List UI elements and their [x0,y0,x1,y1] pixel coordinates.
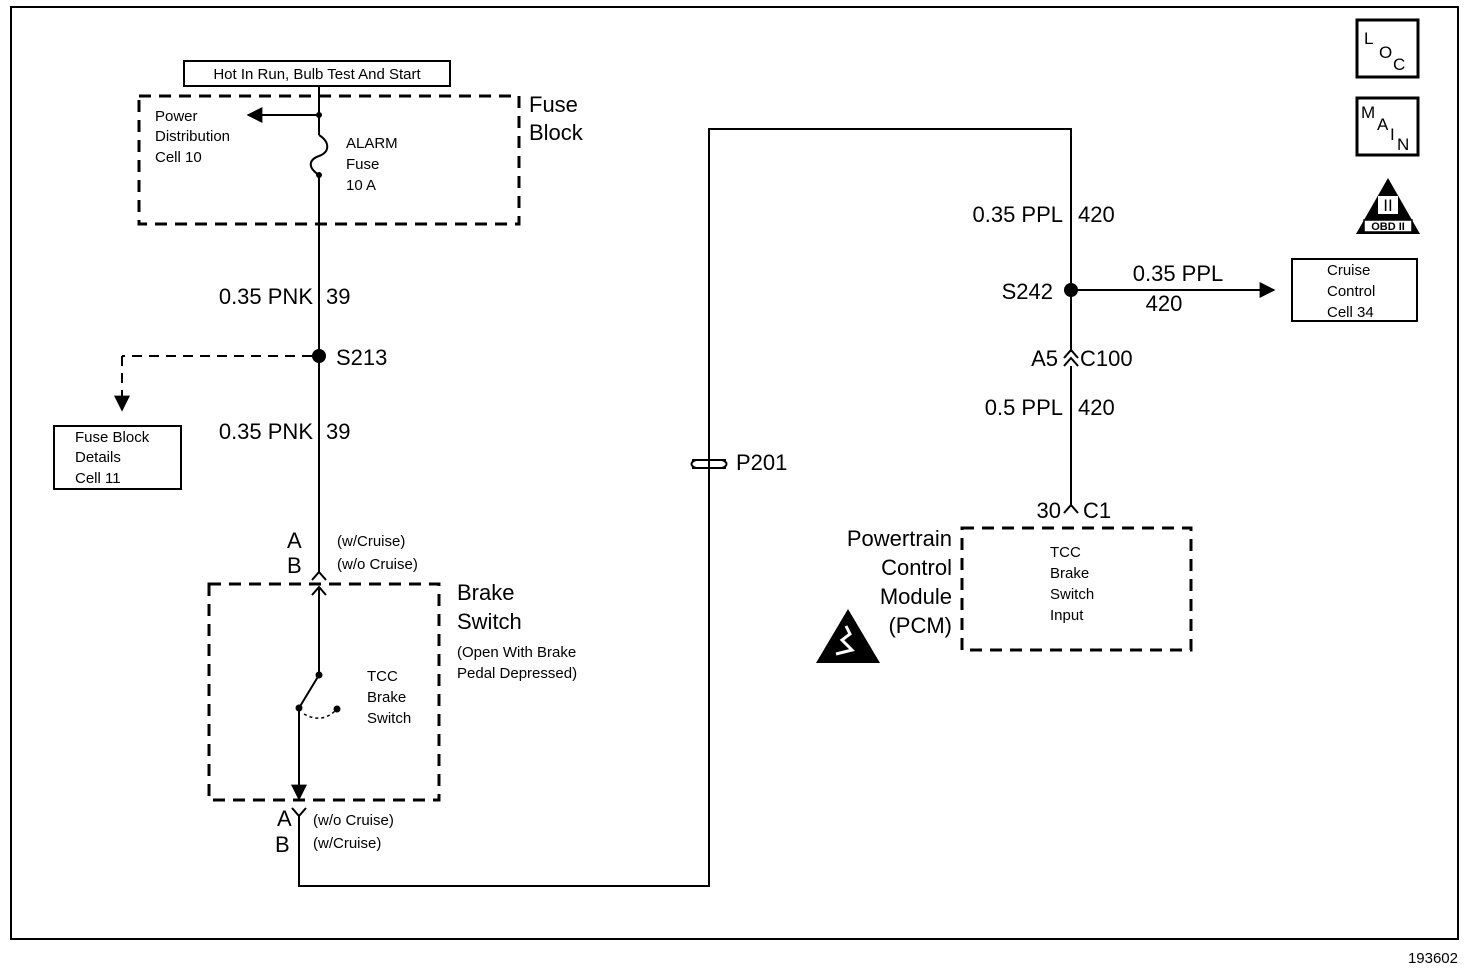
svg-text:C100: C100 [1080,346,1133,371]
svg-text:Switch: Switch [1050,586,1094,603]
svg-text:Fuse: Fuse [346,156,379,173]
svg-text:Switch: Switch [367,710,411,727]
svg-text:TCC: TCC [367,668,398,685]
svg-text:420: 420 [1146,291,1183,316]
svg-text:Brake: Brake [1050,565,1089,582]
svg-text:0.5 PPL: 0.5 PPL [985,395,1063,420]
brake-switch-top-connector: A B (w/Cruise) (w/o Cruise) [287,528,418,596]
fuse-block: Fuse Block Power Distribution Cell 10 [137,92,584,226]
svg-text:Cell 34: Cell 34 [1327,304,1374,321]
svg-text:Block: Block [529,120,584,145]
svg-text:(PCM): (PCM) [888,613,952,638]
cruise-control-ref: Cruise Control Cell 34 [1291,258,1418,322]
svg-text:Control: Control [1327,283,1375,300]
svg-text:M: M [1361,103,1375,122]
svg-text:OBD II: OBD II [1371,221,1405,233]
svg-text:Module: Module [880,584,952,609]
loc-icon: L O C [1355,18,1420,79]
svg-text:A5: A5 [1031,346,1058,371]
obd-ii-icon: II OBD II [1356,178,1420,234]
svg-text:B: B [275,832,290,857]
connector-c1: 30 C1 [1037,498,1112,523]
svg-text:(w/Cruise): (w/Cruise) [313,835,381,852]
svg-text:0.35 PPL: 0.35 PPL [1133,261,1224,286]
splice-s242: S242 0.35 PPL 420 [1002,261,1276,316]
wire-brake-to-pcm [298,128,1072,887]
svg-text:0.35 PNK: 0.35 PNK [219,284,313,309]
connector-c100: A5 C100 [1031,346,1133,371]
connector-p201: P201 [690,450,787,475]
power-source-label: Hot In Run, Bulb Test And Start [183,60,451,87]
svg-text:420: 420 [1078,202,1115,227]
svg-text:A: A [1377,115,1389,134]
svg-text:ALARM: ALARM [346,135,398,152]
svg-text:C: C [1393,55,1405,74]
esd-warning-icon [816,609,880,663]
svg-text:Fuse Block: Fuse Block [75,429,150,446]
svg-text:(Open With Brake: (Open With Brake [457,644,576,661]
figure-number: 193602 [1408,950,1458,967]
svg-text:39: 39 [326,419,350,444]
svg-text:Cruise: Cruise [1327,262,1370,279]
svg-text:30: 30 [1037,498,1061,523]
svg-text:(w/o Cruise): (w/o Cruise) [313,812,394,829]
svg-text:N: N [1397,135,1409,154]
svg-text:Cell 11: Cell 11 [75,470,121,487]
svg-text:0.35 PPL: 0.35 PPL [972,202,1063,227]
svg-text:A: A [287,528,302,553]
svg-text:A: A [277,806,292,831]
svg-text:(w/Cruise): (w/Cruise) [337,533,405,550]
pcm-module: Powertrain Control Module (PCM) TCC Brak… [847,526,1193,652]
svg-text:S242: S242 [1002,279,1053,304]
svg-text:Brake: Brake [367,689,406,706]
alarm-fuse: ALARM Fuse 10 A [246,86,398,194]
svg-text:Distribution: Distribution [155,128,230,145]
wire-pnk-39: 0.35 PNK 39 0.35 PNK 39 [219,175,350,572]
svg-text:I: I [1390,125,1395,144]
svg-text:39: 39 [326,284,350,309]
svg-text:B: B [287,553,302,578]
diagram-frame [10,6,1459,940]
svg-text:Cell 10: Cell 10 [155,149,202,166]
splice-s213: S213 [114,345,387,412]
svg-text:Hot In Run, Bulb Test And Star: Hot In Run, Bulb Test And Start [213,66,421,83]
svg-text:Fuse: Fuse [529,92,578,117]
svg-text:10 A: 10 A [346,177,376,194]
svg-text:Pedal Depressed): Pedal Depressed) [457,665,577,682]
brake-switch-bottom-connector: A B (w/o Cruise) (w/Cruise) [275,806,394,857]
svg-text:Details: Details [75,449,121,466]
brake-switch: Brake Switch (Open With Brake Pedal Depr… [207,580,577,802]
svg-text:Brake: Brake [457,580,514,605]
svg-text:O: O [1379,43,1392,62]
svg-text:S213: S213 [336,345,387,370]
svg-text:L: L [1364,29,1373,48]
svg-text:Powertrain: Powertrain [847,526,952,551]
fuse-block-details-ref: Fuse Block Details Cell 11 [53,425,182,490]
svg-text:TCC: TCC [1050,544,1081,561]
svg-text:P201: P201 [736,450,787,475]
svg-text:(w/o Cruise): (w/o Cruise) [337,556,418,573]
svg-text:Switch: Switch [457,609,522,634]
svg-text:420: 420 [1078,395,1115,420]
wire-ppl-420: 0.35 PPL 420 0.5 PPL 420 [972,202,1115,505]
svg-text:Input: Input [1050,607,1084,624]
svg-text:C1: C1 [1083,498,1111,523]
svg-text:II: II [1383,196,1392,215]
main-icon: M A I N [1355,96,1420,157]
svg-text:0.35 PNK: 0.35 PNK [219,419,313,444]
svg-text:Power: Power [155,108,198,125]
svg-text:Control: Control [881,555,952,580]
